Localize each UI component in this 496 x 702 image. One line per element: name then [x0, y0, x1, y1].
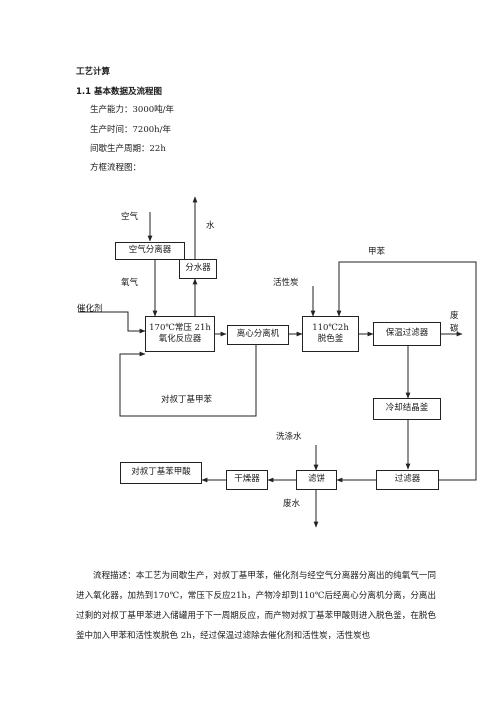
oxygen-label: 氧气	[121, 278, 139, 288]
air-label: 空气	[121, 212, 139, 222]
waste-carbon-label-2: 碳	[450, 324, 459, 334]
data-line-capacity: 生产能力：3000吨/年	[90, 105, 174, 115]
filter-box: 过滤器	[376, 470, 439, 490]
waste-carbon-label-1: 废	[450, 311, 459, 321]
decolor-name-label: 脱色釜	[317, 334, 344, 344]
wash-water-label: 洗涤水	[276, 432, 302, 442]
reactor-name-label: 氧化反应器	[158, 334, 202, 344]
subsection-heading: 1.1 基本数据及流程图	[76, 87, 163, 97]
hot-filter-box: 保温过滤器	[373, 322, 441, 346]
water-label: 水	[206, 221, 215, 231]
data-line-diagram-caption: 方框流程图：	[90, 163, 142, 173]
air-separator-box: 空气分离器	[115, 242, 185, 260]
decolor-condition-label: 110℃2h	[312, 322, 349, 333]
dryer-box: 干燥器	[226, 470, 268, 490]
waste-water-label: 废水	[283, 499, 301, 509]
line-filtrate-recycle	[389, 261, 477, 481]
arrow-recycle	[119, 345, 257, 417]
water-separator-box: 分水器	[179, 259, 217, 279]
process-description: 流程描述：本工艺为间歇生产，对叔丁基甲苯，催化剂与经空气分离器分离出的纯氧气一同…	[76, 571, 436, 641]
data-line-time: 生产时间：7200h/年	[90, 125, 171, 135]
recycle-label: 对叔丁基甲苯	[161, 395, 213, 405]
crystallizer-box: 冷却结晶釜	[373, 398, 441, 420]
centrifuge-box: 离心分离机	[227, 325, 289, 345]
oxidation-reactor-box: 170℃常压 21h 氧化反应器	[145, 316, 215, 352]
catalyst-label: 催化剂	[77, 304, 103, 314]
arrow-catalyst	[78, 311, 146, 334]
section-heading: 工艺计算	[76, 67, 111, 77]
data-line-cycle: 间歇生产周期：22h	[90, 144, 166, 154]
decolorization-vessel-box: 110℃2h 脱色釜	[302, 316, 359, 352]
reactor-condition-label: 170℃常压 21h	[149, 322, 211, 333]
activated-carbon-label: 活性炭	[273, 278, 299, 288]
toluene-label: 甲苯	[368, 247, 386, 257]
filter-cake-box: 滤饼	[296, 470, 337, 490]
arrow-toluene	[336, 261, 389, 317]
product-box: 对叔丁基苯甲酸	[120, 462, 202, 484]
